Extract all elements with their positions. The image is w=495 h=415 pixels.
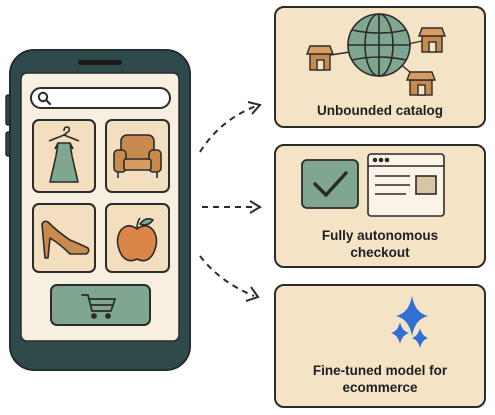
arrow-to-model [199,255,255,297]
store-icon [305,45,335,71]
smartphone [5,49,191,371]
armchair-icon [113,134,162,178]
shopping-cart-icon [81,294,116,319]
checkbox-icon [301,159,359,209]
globe [347,13,411,77]
arrow-to-catalog [199,105,257,153]
phone-speaker [78,60,122,65]
large-star [396,296,428,336]
arrow-head [245,286,260,302]
search-icon [37,91,52,106]
store-icon [417,27,447,53]
card-label-model-line1: Fine-tuned model for [312,363,448,378]
dress-on-hanger-icon [48,126,80,183]
store-icon [405,71,437,96]
phone-search-bar[interactable] [30,87,171,109]
apple-icon [116,217,158,262]
globe-with-stores-icon [305,13,447,96]
small-star [412,328,428,348]
arrow-head [247,101,262,115]
connector-arrows [199,101,262,302]
card-fine-tuned-model: Fine-tuned model for ecommerce [274,284,486,408]
card-label-checkout-line1: Fully autonomous [321,228,439,243]
card-autonomous-checkout: Fully autonomous checkout [274,144,486,268]
sparkle-stars-icon [391,296,428,348]
card-unbounded-catalog: Unbounded catalog [274,6,486,128]
card-label-model-line2: ecommerce [342,380,418,395]
card-label-catalog: Unbounded catalog [317,103,443,118]
high-heel-shoe-icon [41,220,90,259]
arrow-head [249,200,262,214]
small-star [391,322,409,344]
browser-window-icon [367,153,445,217]
card-label-checkout-line2: checkout [350,245,410,260]
checkbox-and-browser-icon [301,153,445,217]
